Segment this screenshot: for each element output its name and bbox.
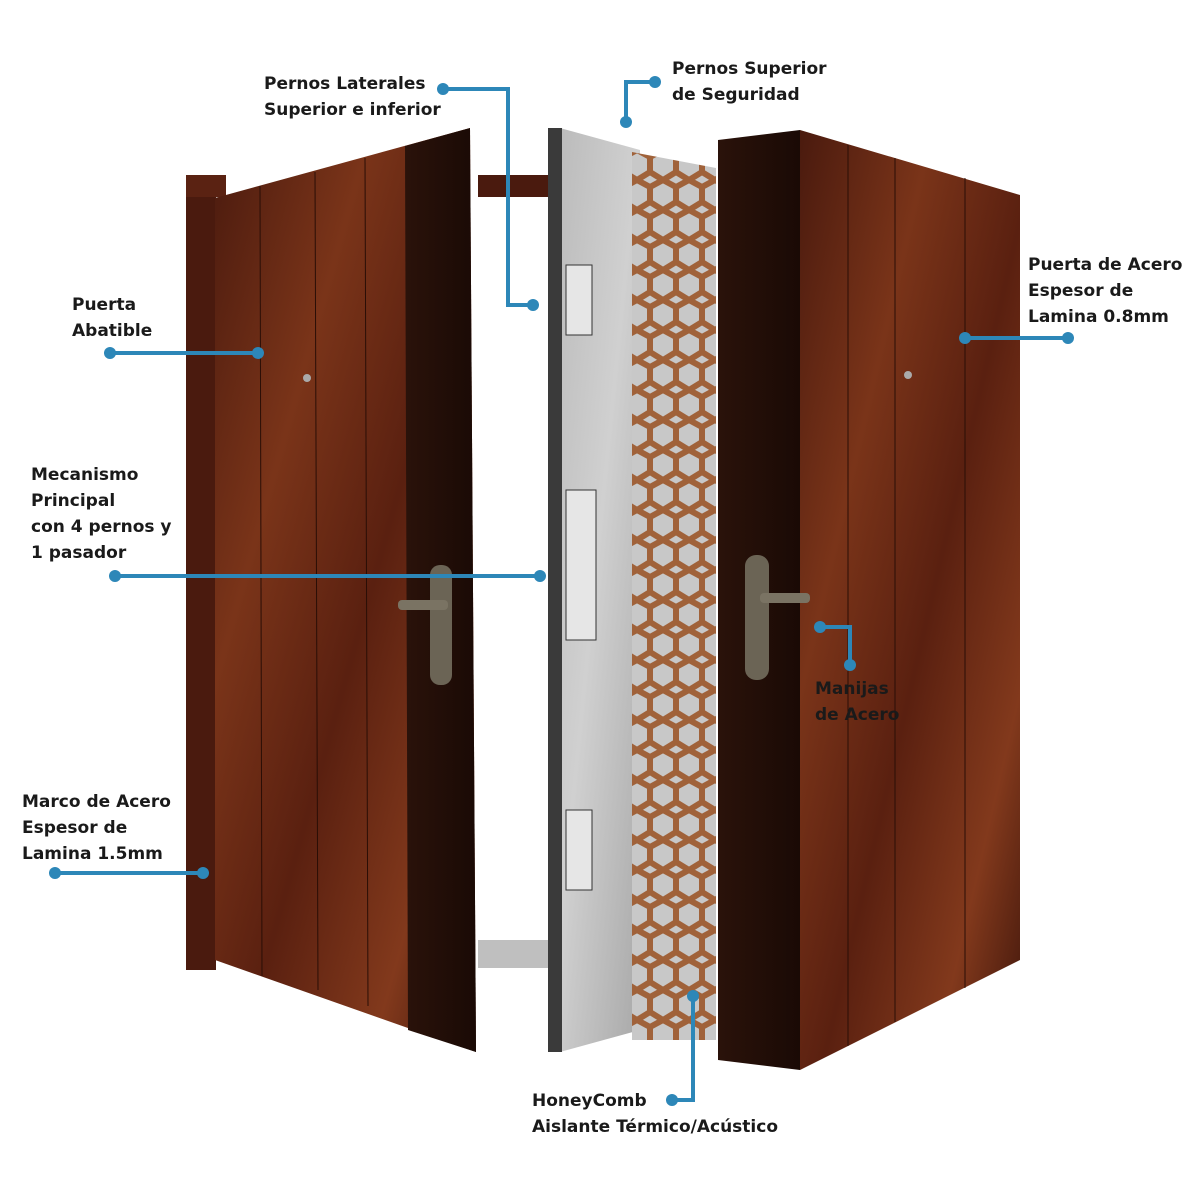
- label-line: Mecanismo: [31, 465, 139, 485]
- label-line: 1 pasador: [31, 543, 127, 563]
- label-line: Pernos Superior: [672, 59, 827, 79]
- steel-frame: [186, 175, 550, 970]
- label-pernos-superior: Pernos Superior de Seguridad: [672, 56, 827, 108]
- label-line: HoneyComb: [532, 1091, 647, 1111]
- label-line: Puerta de Acero: [1028, 255, 1183, 275]
- label-line: Aislante Térmico/Acústico: [532, 1117, 779, 1137]
- label-puerta-abatible: Puerta Abatible: [72, 292, 152, 344]
- label-puerta-acero: Puerta de Acero Espesor de Lamina 0.8mm: [1028, 252, 1182, 330]
- right-handle: [745, 555, 769, 680]
- label-manijas: Manijas de Acero: [815, 676, 899, 728]
- label-line: con 4 pernos y: [31, 517, 172, 537]
- left-door: [215, 128, 476, 1052]
- label-line: de Acero: [815, 705, 900, 725]
- label-line: Manijas: [815, 679, 889, 699]
- label-line: Principal: [31, 491, 116, 511]
- right-door: [718, 130, 1020, 1070]
- label-line: Lamina 1.5mm: [22, 844, 163, 864]
- left-handle: [430, 565, 452, 685]
- label-line: Pernos Laterales: [264, 74, 426, 94]
- label-line: Espesor de: [22, 818, 128, 838]
- label-marco: Marco de Acero Espesor de Lamina 1.5mm: [22, 789, 171, 867]
- label-mecanismo: Mecanismo Principal con 4 pernos y 1 pas…: [31, 462, 172, 566]
- label-honeycomb: HoneyComb Aislante Térmico/Acústico: [532, 1088, 778, 1140]
- steel-panel: [548, 128, 640, 1052]
- label-line: Superior e inferior: [264, 100, 441, 120]
- label-line: Espesor de: [1028, 281, 1134, 301]
- callout-lines: [55, 80, 1068, 1102]
- callout-dots: [49, 76, 1074, 1106]
- label-pernos-laterales: Pernos Laterales Superior e inferior: [264, 71, 441, 123]
- honeycomb-core: [632, 152, 716, 1040]
- label-line: Marco de Acero: [22, 792, 171, 812]
- label-line: Puerta: [72, 295, 137, 315]
- label-line: Abatible: [72, 321, 153, 341]
- label-line: Lamina 0.8mm: [1028, 307, 1169, 327]
- label-line: de Seguridad: [672, 85, 800, 105]
